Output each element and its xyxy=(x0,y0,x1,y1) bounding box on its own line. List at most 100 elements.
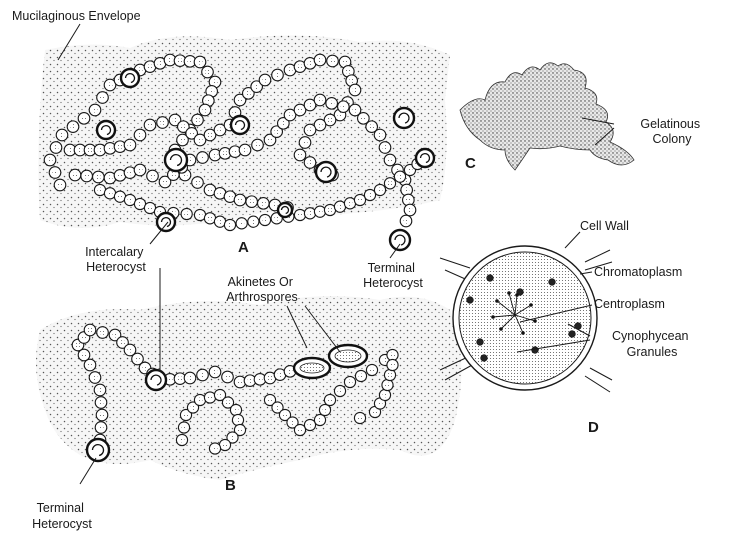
cell-dot xyxy=(322,407,328,413)
centroplasm-node xyxy=(533,319,537,323)
cell-dot xyxy=(345,68,351,74)
gelatinous-colony-label: Gelatinous Colony xyxy=(640,117,703,146)
cell-dot xyxy=(247,378,253,384)
cell-dot xyxy=(382,392,388,398)
cell-dot xyxy=(157,60,163,66)
cell-dot xyxy=(232,149,238,155)
cell-dot xyxy=(207,215,213,221)
cell-wall-label: Cell Wall xyxy=(580,219,629,233)
heterocyst-pore xyxy=(280,205,290,215)
cell-dot xyxy=(329,100,335,106)
cell-dot xyxy=(180,124,186,130)
cell-dot xyxy=(57,182,63,188)
cell-dot xyxy=(384,382,391,388)
cell-dot xyxy=(329,58,336,64)
mucilaginous-envelope-b xyxy=(36,296,462,480)
cell-dot xyxy=(81,334,87,341)
cell-dot xyxy=(237,197,243,203)
cell-dot xyxy=(377,187,383,193)
cell-dot xyxy=(327,207,333,213)
cell-dot xyxy=(235,417,241,423)
cell-dot xyxy=(254,84,260,90)
cell-dot xyxy=(72,172,78,178)
cell-dot xyxy=(377,132,383,138)
cell-dot xyxy=(274,404,281,411)
cell-dot xyxy=(199,372,206,378)
centroplasm-strand xyxy=(500,314,516,330)
cell-dot xyxy=(77,147,83,153)
cell-dot xyxy=(197,137,203,143)
cell-dot xyxy=(357,197,363,203)
centroplasm-node xyxy=(499,327,503,331)
cell-dot xyxy=(67,147,73,153)
cell-dot xyxy=(307,102,313,108)
gelatinous-colony-shape xyxy=(459,62,635,171)
cell-dot xyxy=(137,67,143,73)
centroplasm-node xyxy=(529,303,533,307)
cell-dot xyxy=(95,174,101,180)
cell-dot xyxy=(317,417,323,423)
cell-dot xyxy=(209,88,215,94)
cell-dot xyxy=(232,109,238,116)
panel-c-label: C xyxy=(465,155,476,172)
cell-dot xyxy=(53,144,59,151)
cell-dot xyxy=(403,218,409,224)
cell-dot xyxy=(177,58,183,64)
cell-dot xyxy=(297,152,303,158)
cell-dot xyxy=(134,356,141,362)
cell-dot xyxy=(87,147,93,153)
cell-dot xyxy=(207,132,213,138)
cell-dot xyxy=(280,120,286,126)
cell-dot xyxy=(187,375,193,381)
cell-dot xyxy=(117,144,123,150)
heterocyst xyxy=(144,368,168,392)
heterocyst xyxy=(388,228,412,252)
cell-dot xyxy=(97,147,103,153)
cell-dot xyxy=(233,407,239,413)
heterocyst xyxy=(276,201,294,219)
cell-dot xyxy=(317,57,323,63)
centroplasm-node xyxy=(507,291,511,295)
heterocyst-pore xyxy=(160,216,172,228)
filaments-a xyxy=(43,53,436,252)
centroplasm-node xyxy=(495,299,499,303)
panel-d-label: D xyxy=(588,419,599,436)
cell-dot xyxy=(75,342,81,348)
panel-a-label: A xyxy=(238,239,249,256)
granule xyxy=(516,288,524,296)
cell-dot xyxy=(358,373,364,379)
cell-dot xyxy=(87,327,93,333)
centroplasm-strand xyxy=(492,314,516,318)
cell-dot xyxy=(407,167,413,173)
cell-dot xyxy=(107,190,113,196)
cell-dot xyxy=(407,207,413,213)
heterocyst-pore xyxy=(124,72,136,84)
cell-dot xyxy=(369,367,375,373)
mucilaginous-envelope-label: Mucilaginous Envelope xyxy=(12,9,141,23)
cell-dot xyxy=(237,379,243,385)
centroplasm-node xyxy=(491,315,495,319)
cell-dot xyxy=(183,412,189,418)
cell-dot xyxy=(302,139,308,146)
terminal-heterocyst-b-label: Terminal Heterocyst xyxy=(32,501,92,531)
cell-dot xyxy=(119,339,126,346)
cell-dot xyxy=(277,372,283,378)
cell-dot xyxy=(127,347,133,353)
cell-dot xyxy=(224,374,231,380)
cell-dot xyxy=(149,173,156,179)
cell-dot xyxy=(137,132,143,138)
cell-dot xyxy=(254,142,261,148)
granule xyxy=(531,346,539,354)
heterocyst-pore xyxy=(419,152,431,164)
cell-dot xyxy=(137,201,143,207)
cell-dot xyxy=(297,107,303,113)
heterocyst xyxy=(414,147,436,169)
cell-dot xyxy=(297,212,303,218)
cell-dot xyxy=(107,145,113,151)
panel-d xyxy=(439,245,613,393)
centroplasm-label: Centroplasm xyxy=(594,297,665,311)
cell-dot xyxy=(98,399,104,406)
cell-dot xyxy=(204,69,211,75)
heterocyst-pore xyxy=(320,166,332,178)
cell-dot xyxy=(262,77,268,83)
